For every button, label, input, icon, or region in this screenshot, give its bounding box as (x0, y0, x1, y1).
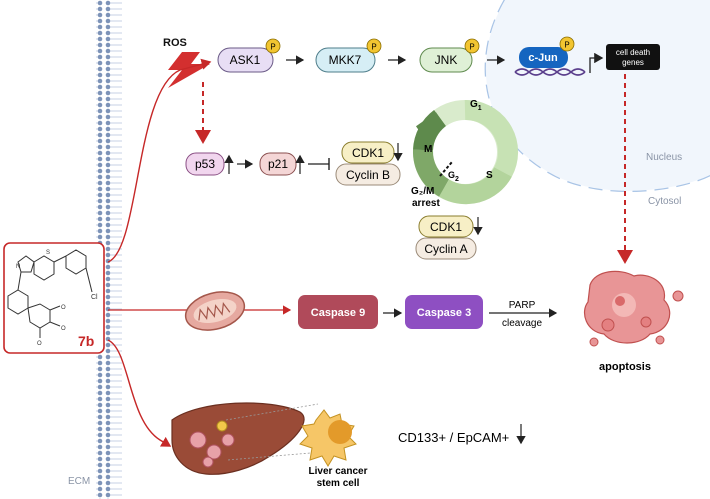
caspase9-node: Caspase 9 (298, 295, 378, 329)
stem-cell-label-line1: Liver cancer (309, 466, 368, 477)
svg-text:c-Jun: c-Jun (528, 52, 558, 64)
molecule-structure-icon (7, 249, 93, 338)
zoom-line (225, 403, 319, 421)
svg-text:O: O (37, 341, 42, 347)
parp-label-line1: PARP (509, 300, 536, 311)
arrest-label-line2: arrest (412, 198, 440, 209)
svg-text:N: N (16, 264, 20, 270)
inhibition-p21-cdk1 (308, 158, 330, 170)
parp-label-line2: cleavage (502, 318, 542, 329)
cdk1-cyclinb-complex: CDK1 Cyclin B (335, 141, 401, 186)
compound-label: 7b (78, 333, 94, 349)
cytosol-label: Cytosol (648, 196, 681, 207)
svg-text:p21: p21 (268, 157, 288, 171)
mitochondrion-icon (184, 291, 246, 331)
svg-text:Cyclin B: Cyclin B (346, 168, 390, 182)
caspase3-node: Caspase 3 (405, 295, 483, 329)
phase-g1-label: G1 (470, 99, 482, 112)
apoptosis-label: apoptosis (599, 361, 651, 373)
svg-text:O: O (61, 305, 66, 311)
phase-m-label: M (424, 144, 432, 155)
svg-text:P: P (371, 43, 376, 52)
svg-text:genes: genes (622, 58, 644, 67)
svg-text:CDK1: CDK1 (352, 146, 384, 160)
jnk-node: JNK P (419, 38, 480, 73)
transcription-arrow (589, 52, 604, 73)
arrest-marker (439, 161, 453, 177)
svg-text:CDK1: CDK1 (430, 220, 462, 234)
svg-text:p53: p53 (195, 157, 215, 171)
stem-cell-label-line2: stem cell (317, 478, 360, 489)
svg-text:Caspase 3: Caspase 3 (417, 307, 471, 319)
phospho-badge (265, 38, 281, 54)
ros-label: ROS (163, 37, 187, 49)
svg-text:S: S (46, 250, 50, 256)
phospho-badge (366, 38, 382, 54)
nucleus-label: Nucleus (646, 152, 682, 163)
ros-lightning-icon (168, 52, 210, 88)
svg-text:cell death: cell death (616, 48, 650, 57)
cell-cycle-ring (413, 100, 519, 205)
arrest-label-line1: G₂/M (411, 186, 434, 197)
svg-text:P: P (564, 41, 569, 50)
liver-icon (171, 402, 305, 475)
arrow-compound-to-ask1 (107, 58, 212, 263)
svg-text:P: P (270, 43, 275, 52)
apoptotic-cell-icon (583, 270, 684, 347)
mkk7-node: MKK7 P (315, 38, 382, 73)
phospho-badge (559, 36, 575, 52)
markers-label: CD133+ / EpCAM+ (398, 430, 509, 445)
atom-cl: Cl (91, 294, 98, 301)
svg-text:Cyclin A: Cyclin A (424, 242, 467, 256)
svg-text:Caspase 9: Caspase 9 (311, 307, 365, 319)
compound-7b-box: N S Cl O O O 7b (3, 242, 105, 354)
stem-cell-icon (299, 409, 357, 467)
ecm-label: ECM (68, 476, 90, 487)
dna-icon (514, 68, 586, 76)
arrow-compound-to-liver (107, 339, 172, 447)
ask1-node: ASK1 P (217, 38, 281, 73)
svg-text:O: O (61, 326, 66, 332)
cdk1-cyclina-complex: CDK1 Cyclin A (415, 215, 477, 260)
phase-s-label: S (486, 170, 493, 181)
svg-text:ASK1: ASK1 (230, 53, 261, 67)
phospho-badge (464, 38, 480, 54)
p21-node: p21 (259, 152, 297, 176)
svg-text:JNK: JNK (435, 53, 458, 67)
cell-death-genes-box: cell death genes (606, 44, 660, 70)
phase-g2-label: G2 (448, 170, 459, 183)
p53-node: p53 (185, 152, 225, 176)
cjun-node: c-Jun P (519, 36, 575, 68)
svg-text:MKK7: MKK7 (329, 53, 362, 67)
svg-text:P: P (469, 43, 474, 52)
